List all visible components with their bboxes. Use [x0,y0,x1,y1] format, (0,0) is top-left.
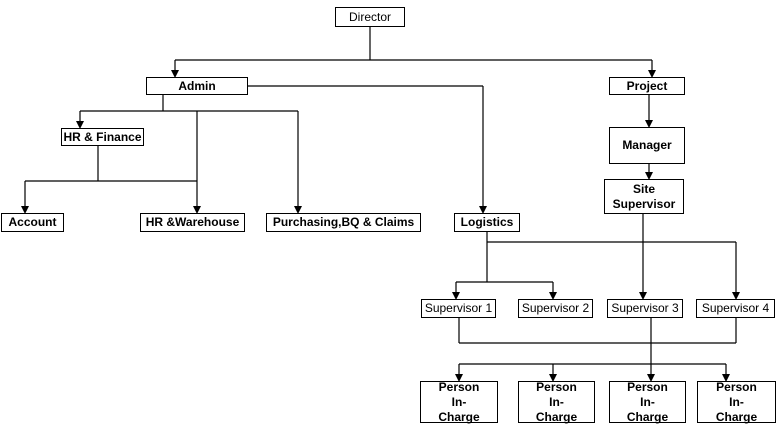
node-admin: Admin [146,77,248,95]
node-supervisor-2: Supervisor 2 [518,299,593,318]
node-supervisor-1: Supervisor 1 [421,299,496,318]
node-project: Project [609,77,685,95]
node-person-4: Person In-Charge [697,380,776,424]
node-purchasing: Purchasing,BQ & Claims [266,213,421,232]
node-person-1: Person In-Charge [420,380,498,424]
node-account: Account [1,213,64,232]
node-site-supervisor: Site Supervisor [604,179,684,214]
node-supervisor-3: Supervisor 3 [607,299,683,318]
node-logistics: Logistics [454,213,520,232]
node-manager: Manager [609,127,685,164]
node-hr-warehouse: HR &Warehouse [140,213,245,232]
node-person-3: Person In-Charge [609,380,686,424]
node-hr-finance: HR & Finance [61,128,144,146]
node-person-2: Person In-Charge [518,380,595,424]
node-director: Director [335,7,405,27]
node-supervisor-4: Supervisor 4 [696,299,775,318]
